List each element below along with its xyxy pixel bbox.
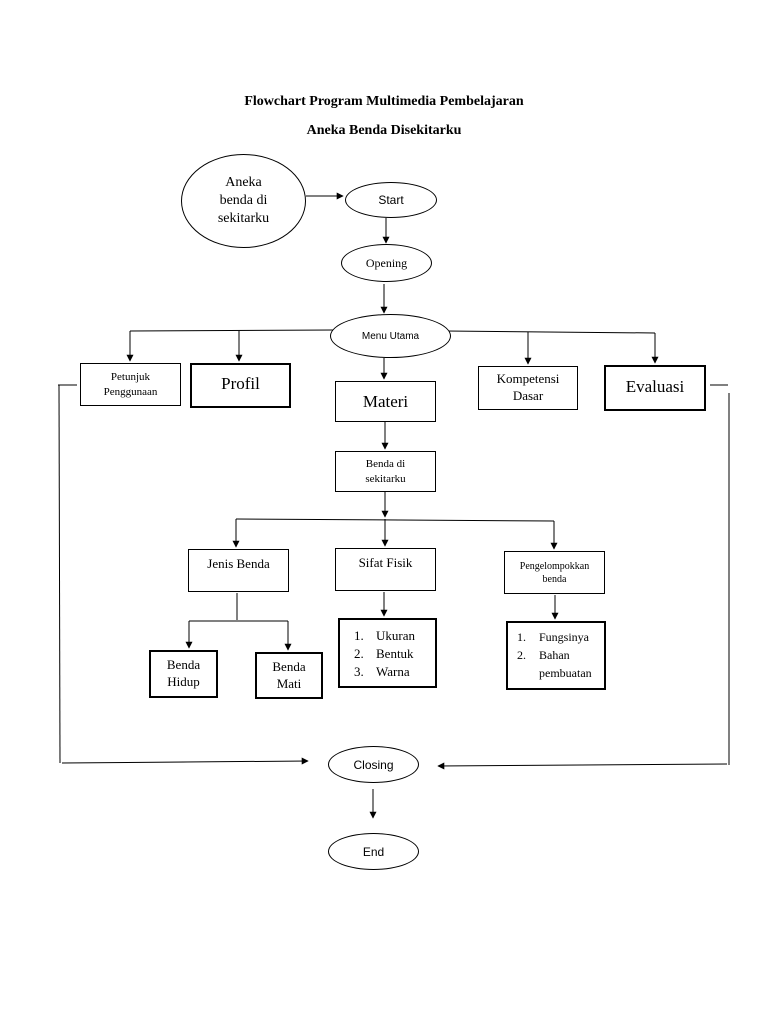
sifat-fisik-item: 2. Bentuk bbox=[354, 645, 435, 663]
end-label: End bbox=[362, 844, 385, 859]
pengelompokkan-benda-label: Pengelompokkan benda bbox=[519, 560, 590, 585]
pengelompokkan-benda-box: Pengelompokkan benda bbox=[504, 551, 605, 594]
arrow-right-closing bbox=[437, 762, 728, 770]
sifat-fisik-list: 1. Ukuran 2. Bentuk 3. Warna bbox=[338, 618, 437, 688]
menu-branch-right bbox=[445, 330, 656, 334]
benda-di-sekitarku-label: Benda di sekitarku bbox=[365, 458, 406, 485]
profil-label: Profil bbox=[221, 373, 260, 393]
left-return-vertical bbox=[58, 384, 61, 764]
arrow-left-closing bbox=[61, 757, 309, 765]
closing-node: Closing bbox=[328, 746, 419, 783]
benda-mati-label: Benda Mati bbox=[272, 658, 306, 691]
menu-utama-label: Menu Utama bbox=[361, 330, 420, 342]
sifat-fisik-box: Sifat Fisik bbox=[335, 548, 436, 591]
benda-di-sekitarku-box: Benda di sekitarku bbox=[335, 451, 436, 492]
sifat-fisik-item: 1. Ukuran bbox=[354, 627, 435, 645]
petunjuk-penggunaan-label: Petunjuk Penggunaan bbox=[103, 371, 158, 398]
start-node: Start bbox=[345, 182, 437, 218]
menu-utama-node: Menu Utama bbox=[330, 314, 451, 358]
jenis-benda-label: Jenis Benda bbox=[207, 556, 270, 571]
evaluasi-label: Evaluasi bbox=[625, 377, 685, 396]
benda-hidup-box: Benda Hidup bbox=[149, 650, 218, 698]
pengelompokkan-item-number: 1. bbox=[517, 630, 526, 644]
sifat-fisik-item-number: 1. bbox=[354, 628, 364, 643]
pengelompokkan-item-number: 2. bbox=[517, 648, 526, 662]
evaluasi-box: Evaluasi bbox=[604, 365, 706, 411]
split-horizontal bbox=[235, 518, 555, 522]
sifat-fisik-item-text: Warna bbox=[376, 664, 410, 679]
aneka-benda-ellipse: Aneka benda di sekitarku bbox=[181, 154, 306, 248]
benda-hidup-label: Benda Hidup bbox=[166, 657, 201, 689]
opening-node: Opening bbox=[341, 244, 432, 282]
petunjuk-penggunaan-box: Petunjuk Penggunaan bbox=[80, 363, 181, 406]
profil-box: Profil bbox=[190, 363, 291, 408]
pengelompokkan-item-text: Fungsinya bbox=[539, 630, 590, 644]
sifat-fisik-item-number: 3. bbox=[354, 664, 364, 679]
pengelompokkan-item-text: Bahan pembuatan bbox=[539, 648, 592, 680]
sifat-fisik-item-text: Bentuk bbox=[376, 646, 414, 661]
sifat-fisik-item-text: Ukuran bbox=[376, 628, 415, 643]
benda-mati-box: Benda Mati bbox=[255, 652, 323, 699]
kompetensi-dasar-label: Kompetensi Dasar bbox=[496, 371, 560, 403]
menu-branch-left bbox=[129, 329, 335, 332]
pengelompokkan-item: 1. Fungsinya bbox=[517, 628, 604, 646]
flowchart-title: Flowchart Program Multimedia Pembelajara… bbox=[244, 94, 524, 109]
jenis-benda-box: Jenis Benda bbox=[188, 549, 289, 592]
end-node: End bbox=[328, 833, 419, 870]
sifat-fisik-item-number: 2. bbox=[354, 646, 364, 661]
opening-label: Opening bbox=[365, 255, 408, 270]
kompetensi-dasar-box: Kompetensi Dasar bbox=[478, 366, 578, 410]
materi-box: Materi bbox=[335, 381, 436, 422]
sifat-fisik-item: 3. Warna bbox=[354, 663, 435, 681]
closing-label: Closing bbox=[353, 757, 394, 772]
pengelompokkan-item: 2. Bahan pembuatan bbox=[517, 646, 604, 682]
flowchart-subtitle: Aneka Benda Disekitarku bbox=[306, 123, 462, 138]
pengelompokkan-list: 1. Fungsinya 2. Bahan pembuatan bbox=[506, 621, 606, 690]
start-label: Start bbox=[378, 193, 404, 207]
materi-label: Materi bbox=[362, 391, 409, 411]
aneka-benda-label: Aneka benda di sekitarku bbox=[217, 174, 270, 227]
sifat-fisik-label: Sifat Fisik bbox=[358, 555, 413, 570]
